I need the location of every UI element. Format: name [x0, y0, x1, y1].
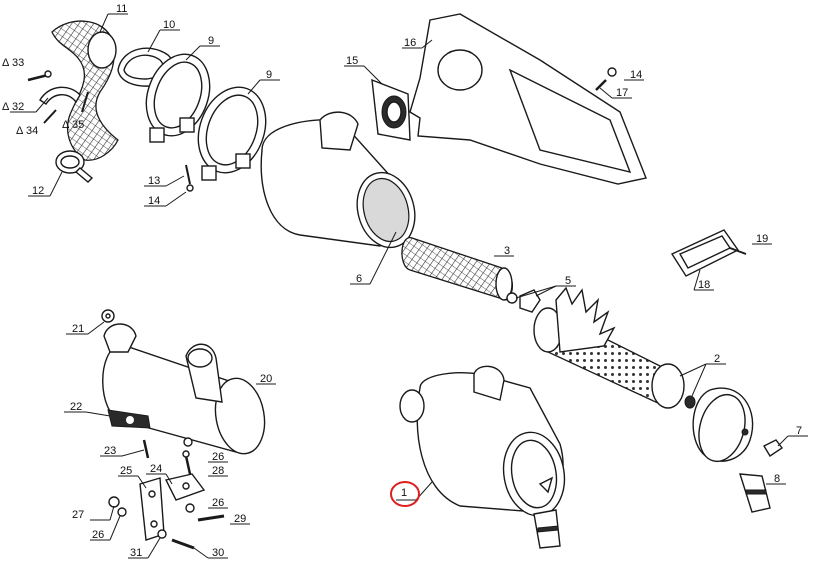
intake-hose [51, 20, 119, 161]
callout-26c: 26 [92, 529, 104, 541]
unloader-valve-8 [739, 473, 771, 513]
washer-31 [157, 529, 167, 539]
bolt-30 [171, 538, 195, 550]
callout-8: 8 [774, 473, 780, 485]
callout-34-delta: Δ [16, 125, 24, 137]
air-cleaner-housing [260, 111, 416, 249]
support-bracket-24 [164, 473, 206, 501]
cover-plate [409, 13, 647, 185]
callout-10: 10 [163, 19, 175, 31]
safety-filter-element [401, 237, 513, 301]
nut-27 [108, 496, 120, 508]
callout-31: 31 [130, 547, 142, 559]
callout-18: 18 [698, 279, 710, 291]
stud-23 [142, 439, 150, 459]
mounting-bracket-b [197, 86, 267, 181]
bolt-33 [27, 70, 52, 82]
callout-24: 24 [150, 463, 162, 475]
callout-29: 29 [234, 513, 246, 525]
washer-26b [185, 503, 195, 513]
air-cleaner-assembly [399, 365, 566, 549]
callout-20: 20 [260, 373, 272, 385]
primary-filter-element [533, 286, 685, 409]
callout-9b: 9 [266, 69, 272, 81]
stud-13 [185, 164, 191, 185]
valve-7 [763, 439, 784, 457]
leader-lines [10, 13, 808, 559]
bolt-17 [595, 67, 617, 91]
callout-14a: 14 [630, 69, 642, 81]
bolt-35 [81, 91, 89, 113]
o-ring [684, 395, 696, 409]
bolt-29 [197, 514, 225, 522]
callout-23: 23 [104, 445, 116, 457]
rubber-bracket [371, 78, 411, 141]
callout-32-delta: Δ [2, 101, 10, 113]
exhaust-gasket [107, 409, 151, 429]
bolt-34 [43, 109, 57, 124]
callout-34: 34 [26, 125, 38, 137]
clamp-32 [39, 86, 81, 105]
callout-17: 17 [616, 87, 628, 99]
callout-9a: 9 [208, 35, 214, 47]
bolt-28 [182, 450, 192, 475]
callout-13: 13 [148, 175, 160, 187]
nut-21 [101, 309, 115, 323]
callout-15: 15 [346, 55, 358, 67]
bolt-19 [729, 247, 747, 255]
callout-35: 35 [72, 119, 84, 131]
callout-26b: 26 [212, 497, 224, 509]
callout-27: 27 [72, 509, 84, 521]
callout-1: 1 [401, 487, 407, 499]
callout-5: 5 [565, 275, 571, 287]
callout-6: 6 [356, 273, 362, 285]
gasket [670, 229, 740, 277]
callout-19: 19 [756, 233, 768, 245]
callout-22: 22 [70, 401, 82, 413]
callout-7: 7 [796, 425, 802, 437]
washer-26a [183, 437, 193, 447]
dust-cup [692, 387, 754, 463]
clamp-12 [55, 150, 94, 183]
callout-28: 28 [212, 465, 224, 477]
washer-14 [186, 184, 194, 192]
callout-35-delta: Δ [62, 119, 70, 131]
wing-nut [506, 289, 541, 313]
callout-21: 21 [72, 323, 84, 335]
callout-26a: 26 [212, 451, 224, 463]
callout-25: 25 [120, 465, 132, 477]
callout-33: 33 [12, 57, 24, 69]
selected-part-highlight[interactable] [390, 481, 420, 507]
callout-30: 30 [212, 547, 224, 559]
callout-labels: 11 10 9 9 16 15 14 17 Δ 33 Δ 32 Δ 34 Δ 3… [2, 3, 802, 559]
callout-12: 12 [32, 185, 44, 197]
washer-26c [117, 507, 127, 517]
callout-3: 3 [504, 245, 510, 257]
mounting-bracket-a [145, 53, 211, 143]
callout-11: 11 [116, 3, 127, 15]
callout-33-delta: Δ [2, 57, 10, 69]
callout-16: 16 [404, 37, 416, 49]
callout-32: 32 [12, 101, 24, 113]
callout-2: 2 [714, 353, 720, 365]
callout-14b: 14 [148, 195, 160, 207]
